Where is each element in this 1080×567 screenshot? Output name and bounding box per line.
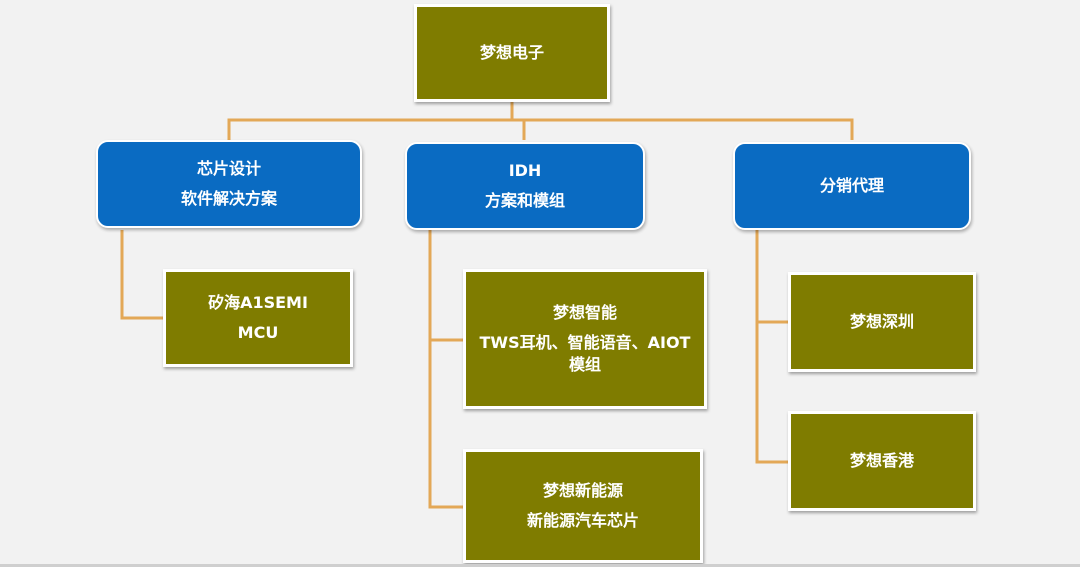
node-mengxiang-new-energy: 梦想新能源 新能源汽车芯片 bbox=[463, 449, 703, 563]
category-idh-title: IDH bbox=[508, 161, 542, 180]
category-distribution-title: 分销代理 bbox=[819, 176, 884, 195]
node-mengxiang-smart: 梦想智能 TWS耳机、智能语音、AIOT 模组 bbox=[463, 269, 707, 409]
node-a1semi: 矽海A1SEMI MCU bbox=[163, 269, 353, 367]
root-node: 梦想电子 bbox=[414, 4, 610, 102]
node-mengxiang-shenzhen: 梦想深圳 bbox=[788, 272, 976, 372]
bottom-divider bbox=[0, 564, 1080, 567]
node-a1semi-title: 矽海A1SEMI bbox=[208, 293, 308, 312]
node-mengxiang-hongkong-label: 梦想香港 bbox=[849, 451, 914, 470]
category-idh-subtitle: 方案和模组 bbox=[484, 191, 565, 210]
category-chip-design-subtitle: 软件解决方案 bbox=[180, 189, 277, 208]
category-chip-design-title: 芯片设计 bbox=[196, 159, 261, 178]
node-a1semi-subtitle: MCU bbox=[237, 323, 279, 342]
node-mengxiang-shenzhen-label: 梦想深圳 bbox=[849, 312, 914, 331]
category-distribution: 分销代理 bbox=[733, 142, 971, 230]
node-mengxiang-smart-desc2: 模组 bbox=[568, 355, 601, 374]
category-chip-design: 芯片设计 软件解决方案 bbox=[96, 140, 362, 228]
node-mengxiang-hongkong: 梦想香港 bbox=[788, 411, 976, 511]
node-mengxiang-new-energy-desc: 新能源汽车芯片 bbox=[526, 511, 639, 530]
node-mengxiang-new-energy-title: 梦想新能源 bbox=[542, 481, 623, 500]
root-node-label: 梦想电子 bbox=[479, 43, 544, 62]
node-mengxiang-smart-title: 梦想智能 bbox=[552, 303, 617, 322]
category-idh: IDH 方案和模组 bbox=[405, 142, 645, 230]
node-mengxiang-smart-desc: TWS耳机、智能语音、AIOT bbox=[479, 333, 691, 352]
